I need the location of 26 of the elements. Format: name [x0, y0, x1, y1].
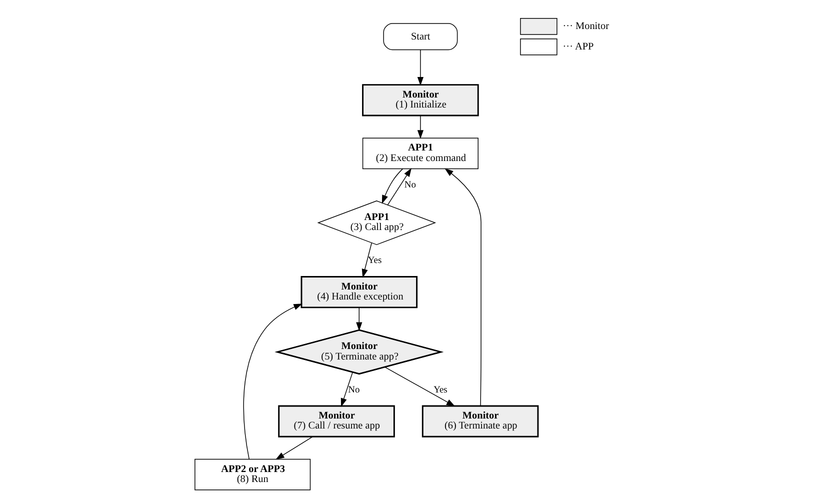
node-box: Monitor (7) Call / resume app [278, 405, 395, 438]
edge-label: No [404, 180, 416, 190]
node-box: APP2 or APP3 (8) Run [194, 458, 311, 490]
edge-label: Yes [434, 385, 448, 396]
arrow [417, 115, 424, 139]
arrow [340, 372, 353, 407]
edge-label: Yes [368, 256, 382, 266]
node-box: Start [383, 23, 458, 50]
node-box: APP1 (2) Execute command [362, 138, 478, 170]
arrow [276, 436, 314, 460]
legend-label: ··· Monitor [562, 21, 609, 32]
arrow [384, 366, 456, 406]
arrow [417, 50, 424, 86]
edge-label: No [348, 385, 360, 396]
arrow [356, 307, 362, 331]
legend-label: ··· APP [562, 42, 594, 53]
node-diamond: Monitor (5) Terminate app? [274, 329, 444, 375]
arrow [387, 168, 412, 206]
arrow [382, 168, 404, 204]
arrow [444, 168, 482, 406]
node-box: Monitor (6) Terminate app [422, 405, 539, 438]
arrow [362, 242, 372, 278]
arrow [243, 304, 302, 460]
node-box: Monitor (4) Handle exception [300, 276, 418, 308]
node-diamond: APP1 (3) Call app? [317, 200, 436, 246]
node-box: Monitor (1) Initialize [362, 84, 479, 116]
